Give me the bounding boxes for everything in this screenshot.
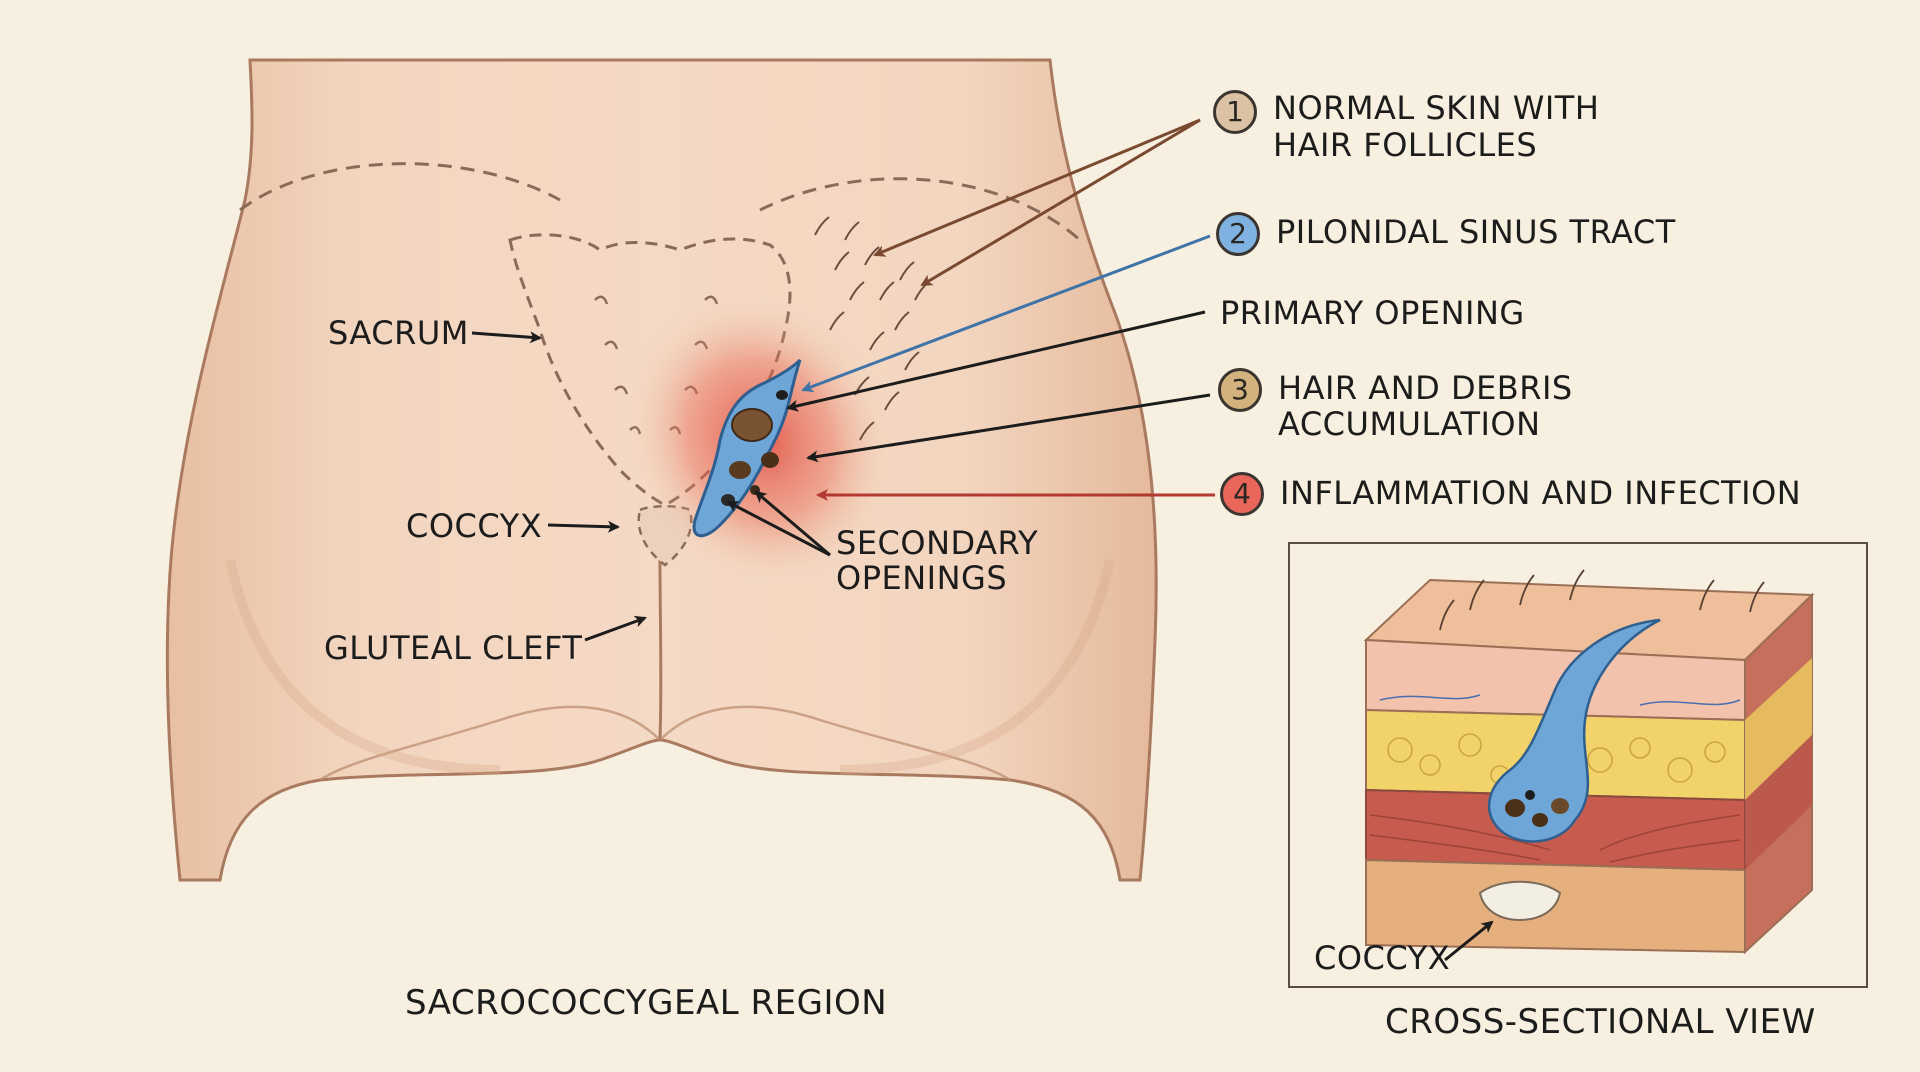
region-caption: SACROCOCCYGEAL REGION (405, 983, 888, 1023)
cross-section-coccyx-label: COCCYX (1314, 939, 1451, 977)
primary-opening-arrow (786, 310, 1206, 412)
legend-item-1-line2: HAIR FOLLICLES (1273, 126, 1538, 164)
cross-section-caption: CROSS-SECTIONAL VIEW (1385, 1002, 1816, 1042)
legend-item-1-line1: NORMAL SKIN WITH (1273, 89, 1600, 127)
iliac-crest-outline (239, 162, 1081, 242)
hair-debris-cluster (721, 390, 788, 506)
pilonidal-sinus-tract (692, 358, 802, 538)
hair-follicles (814, 216, 930, 441)
gluteal-cleft-arrow (584, 615, 647, 642)
legend-item-3-line2: ACCUMULATION (1278, 405, 1541, 443)
legend-badge-4: 4 (1220, 472, 1264, 516)
coccyx-arrow (547, 520, 620, 533)
gluteal-cleft-line (658, 559, 663, 741)
legend-badge-3: 3 (1218, 368, 1262, 412)
cross-section-frame (1288, 542, 1868, 988)
sinus-tract-arrow (801, 234, 1211, 393)
secondary-openings-label-line2: OPENINGS (836, 559, 1008, 597)
right-buttock-shadow (839, 558, 1115, 775)
legend-badge-1: 1 (1213, 90, 1257, 134)
legend-primary-opening: PRIMARY OPENING (1220, 294, 1525, 332)
left-buttock-shadow (225, 558, 501, 775)
debris-arrow (806, 393, 1211, 463)
gluteal-cleft-label: GLUTEAL CLEFT (324, 629, 583, 667)
sacrum-label: SACRUM (328, 314, 469, 352)
secondary-openings-label-line1: SECONDARY (836, 524, 1039, 562)
legend-item-2: PILONIDAL SINUS TRACT (1276, 213, 1676, 251)
cross-section-block (1363, 569, 1815, 955)
normal-skin-arrow-1 (873, 118, 1201, 257)
left-buttock-contour (319, 705, 661, 782)
normal-skin-arrow-2 (920, 118, 1201, 287)
legend-item-4: INFLAMMATION AND INFECTION (1280, 474, 1802, 512)
secondary-opening-arrow-1 (726, 500, 831, 557)
secondary-opening-arrow-2 (754, 490, 831, 557)
right-buttock-contour (659, 705, 1011, 782)
sacrum-arrow (471, 331, 542, 344)
legend-badge-2: 2 (1216, 212, 1260, 256)
cross-coccyx-arrow (1444, 920, 1494, 962)
legend-item-3-line1: HAIR AND DEBRIS (1278, 369, 1573, 407)
coccyx-label: COCCYX (406, 507, 543, 545)
